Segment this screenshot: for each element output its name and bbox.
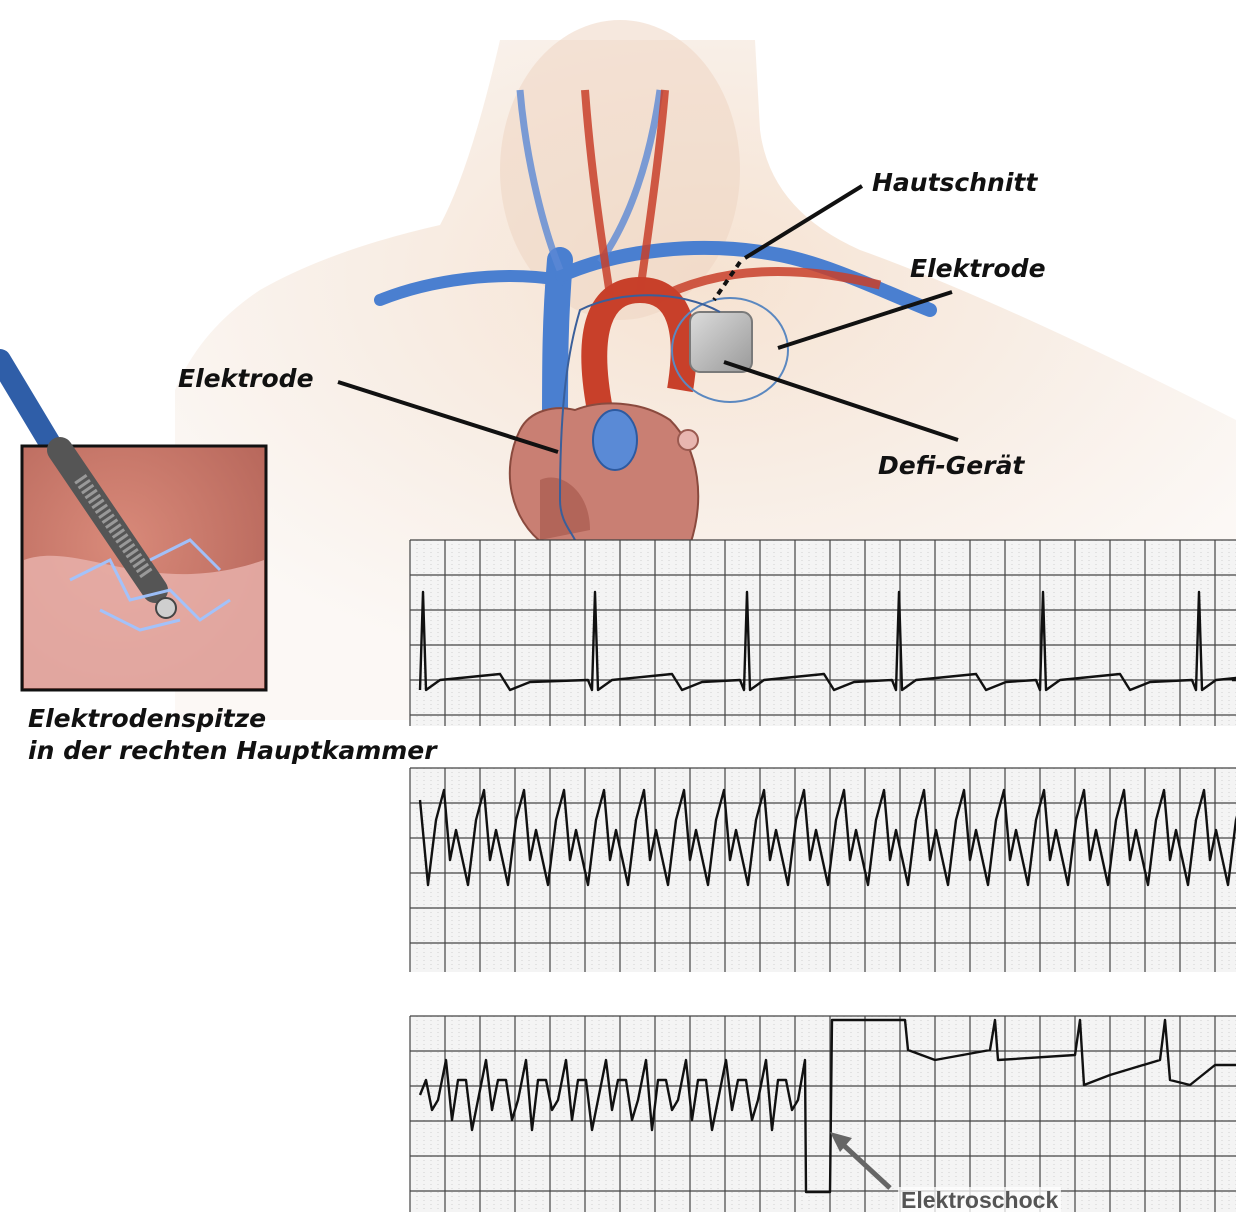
defibrillator-device-icon bbox=[690, 312, 752, 372]
label-hautschnitt: Hautschnitt bbox=[872, 168, 1037, 197]
label-elektrode-left: Elektrode bbox=[178, 364, 314, 393]
ecg-strip-fibrillation-shock bbox=[410, 1016, 1236, 1212]
ecg-strip-tachycardia bbox=[410, 768, 1236, 972]
ecg-strip-normal bbox=[410, 540, 1236, 726]
label-electrode-tip-line2: in der rechten Hauptkammer bbox=[28, 736, 437, 765]
label-electrode-tip-line1: Elektrodenspitze bbox=[28, 704, 266, 733]
pulmonary-artery bbox=[593, 410, 637, 470]
ecg-paper bbox=[410, 768, 1236, 972]
heart-vessel-stub bbox=[678, 430, 698, 450]
label-elektrode-right: Elektrode bbox=[910, 254, 1046, 283]
label-elektroschock: Elektroschock bbox=[898, 1187, 1061, 1214]
inset-lead-tip bbox=[156, 598, 176, 618]
label-defi-geraet: Defi-Gerät bbox=[878, 451, 1024, 480]
